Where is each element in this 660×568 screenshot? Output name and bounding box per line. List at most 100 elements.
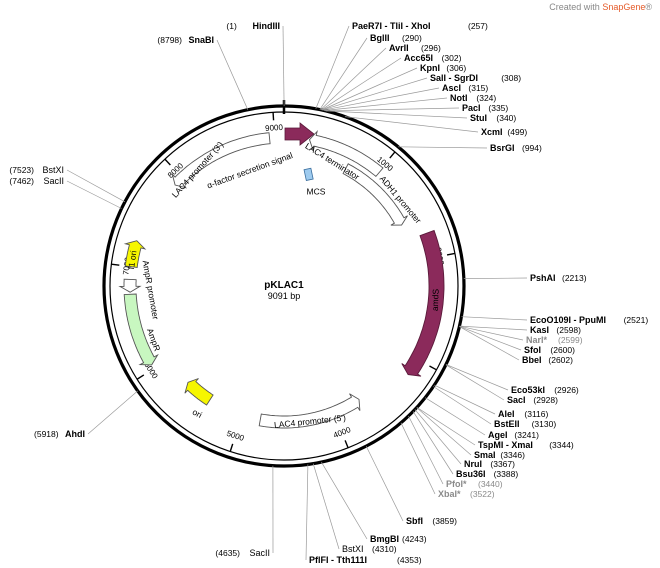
site-name: NarI* <box>526 335 548 345</box>
site-leader-sali-sgrdi-7 <box>321 77 428 111</box>
site-position: (7523) <box>9 165 34 175</box>
feature-lac4-promoter-5-arrow <box>258 393 361 429</box>
site-position: (302) <box>442 53 462 63</box>
site-name: BsrGI <box>490 143 515 153</box>
site-label-acc65i-5: Acc65I (302) <box>404 53 462 63</box>
site-label-bstxi-38: BstXI (7523) <box>9 165 64 175</box>
plasmid-length: 9091 bp <box>268 291 301 301</box>
site-label-kasi-16: KasI(2598) <box>530 325 581 335</box>
site-name: NruI <box>464 459 482 469</box>
feature-label-amds: amdS <box>430 288 441 311</box>
tick-8000 <box>164 158 171 166</box>
site-position: (308) <box>501 73 521 83</box>
site-leader-sfoi-18 <box>459 326 522 351</box>
site-position: (257) <box>468 21 488 31</box>
site-position: (2926) <box>554 385 579 395</box>
plasmid-name: pKLAC1 <box>264 280 304 291</box>
tick-label-5000: 5000 <box>225 429 245 443</box>
site-position: (315) <box>468 83 488 93</box>
site-leader-xbai-30 <box>400 422 436 495</box>
site-label-xbai-30: XbaI*(3522) <box>438 489 495 499</box>
site-leader-pfoi-29 <box>408 415 444 485</box>
site-leader-snabi-1 <box>216 39 249 110</box>
site-name: BstXI <box>42 165 64 175</box>
site-label-saci-21: SacI(2928) <box>507 395 558 405</box>
site-position: (1) <box>226 21 237 31</box>
feature-lac4-promoter-3-arrow <box>171 132 271 189</box>
site-label-nrui-27: NruI (3367) <box>464 459 515 469</box>
site-label-avrii-4: AvrII (296) <box>389 43 441 53</box>
site-position: (3367) <box>490 459 515 469</box>
feature-lac4-terminator-arrow <box>308 129 384 178</box>
site-name: SacII <box>249 548 270 558</box>
site-label-sali-sgrdi-7: SalI - SgrDI(308) <box>430 73 521 83</box>
site-position: (4310) <box>372 544 397 554</box>
site-name: SmaI <box>474 450 496 460</box>
site-name: XbaI* <box>438 489 461 499</box>
site-label-smai-26: SmaI(3346) <box>474 450 525 460</box>
site-leader-hindiii-0 <box>282 25 285 107</box>
tick-label-4000: 4000 <box>332 425 352 440</box>
site-leader-xcmi-12 <box>344 116 479 133</box>
site-name: AhdI <box>65 429 85 439</box>
site-label-sacii-37: SacII(7462) <box>9 176 64 186</box>
site-leader-bstxi-38 <box>66 169 126 203</box>
site-label-paci-10: PacI(335) <box>462 103 508 113</box>
site-leader-agei-24 <box>425 397 486 436</box>
site-name: HindIII <box>253 21 281 31</box>
site-leader-saci-21 <box>445 364 505 401</box>
site-name: Eco53kI <box>511 385 545 395</box>
site-leader-bstxi-33 <box>312 463 340 550</box>
site-label-hindiii-0: HindIII (1) <box>226 21 280 31</box>
site-position: (3116) <box>524 409 548 419</box>
site-leader-smai-26 <box>416 407 472 456</box>
site-name: AvrII <box>389 43 409 53</box>
site-name: BbeI <box>522 355 542 365</box>
feature-amds-arrow <box>401 229 445 377</box>
site-leader-sacii-37 <box>66 180 122 209</box>
site-name: PflFI - Tth111I <box>309 555 367 565</box>
site-leader-eco53ki-20 <box>445 364 509 391</box>
site-label-stui-11: StuI(340) <box>470 113 516 123</box>
site-name: PshAI <box>530 273 556 283</box>
site-name: KasI <box>530 325 549 335</box>
site-position: (2600) <box>550 345 575 355</box>
site-name: AleI <box>498 409 515 419</box>
site-name: BmgBI <box>370 534 399 544</box>
snapgene-watermark: Created with SnapGene® <box>549 2 652 12</box>
site-label-ahdi-36: AhdI(5918) <box>34 429 85 439</box>
site-label-paer7i-tlii-xhoi-2: PaeR7I - TliI - XhoI (257) <box>352 21 488 31</box>
site-leader-nari-17 <box>459 325 524 341</box>
site-leader-pflfi-tth111i-34 <box>305 464 309 561</box>
site-leader-bsrgi-13 <box>398 146 488 149</box>
site-name: XcmI <box>481 127 503 137</box>
site-name: AscI <box>442 83 461 93</box>
site-position: (8798) <box>157 35 182 45</box>
site-leader-pshai-14 <box>463 277 528 279</box>
site-position: (994) <box>522 143 542 153</box>
site-name: SnaBI <box>188 35 214 45</box>
site-position: (4243) <box>402 534 427 544</box>
site-position: (3241) <box>514 430 539 440</box>
site-name: Acc65I <box>404 53 433 63</box>
site-name: SbfI <box>406 516 423 526</box>
site-label-tspmi-xmai-25: TspMI - XmaI(3344) <box>478 440 574 450</box>
site-position: (296) <box>421 43 441 53</box>
site-leader-noti-9 <box>323 97 448 111</box>
site-leader-kasi-16 <box>459 325 528 331</box>
site-name: Bsu36I <box>456 469 486 479</box>
feature-ampr-arrow <box>123 293 159 366</box>
site-leader-asci-8 <box>322 87 440 111</box>
site-leader-bmgbi-32 <box>321 461 368 540</box>
feature-label-mcs: MCS <box>307 186 326 196</box>
site-name: BglII <box>370 33 390 43</box>
feature-ori-arrow <box>184 378 214 406</box>
site-label-sbfi-31: SbfI(3859) <box>406 516 457 526</box>
site-position: (324) <box>476 93 496 103</box>
site-position: (2213) <box>562 273 587 283</box>
feature-label-f1-ori: f1 ori <box>126 250 139 270</box>
site-name: SfoI <box>524 345 541 355</box>
tick-6000 <box>136 374 145 380</box>
feature-adh1-promoter-arrow <box>342 163 408 226</box>
site-name: PaeR7I - TliI - XhoI <box>352 21 431 31</box>
